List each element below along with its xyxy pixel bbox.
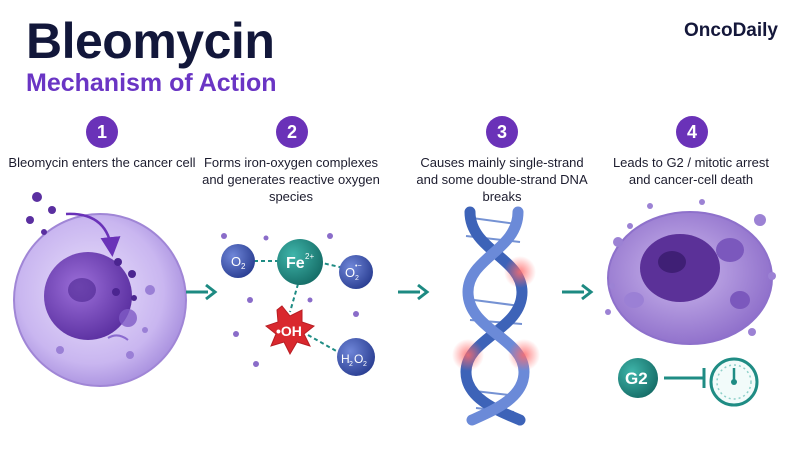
h2o2-h-label: H <box>341 352 350 366</box>
step-2-text: Forms iron-oxygen complexes and generate… <box>202 155 380 204</box>
step-3-text: Causes mainly single-strand and some dou… <box>416 155 588 204</box>
h2o2-subscript-2: 2 <box>363 361 367 368</box>
fe-ion: Fe 2+ <box>277 239 323 285</box>
superoxide-subscript: 2 <box>355 275 359 282</box>
inhibition-icon <box>664 368 706 388</box>
page-subtitle: Mechanism of Action <box>26 69 277 97</box>
o2-subscript: 2 <box>241 262 246 271</box>
clock-gauge-icon <box>709 357 759 407</box>
step-1-badge: 1 <box>86 116 118 148</box>
fe-superscript: 2+ <box>305 252 314 261</box>
cancer-cell <box>13 213 187 387</box>
g2-label: G2 <box>625 369 648 388</box>
h2o2-molecule: H 2 O 2 <box>337 338 375 376</box>
step-4-text: Leads to G2 / mitotic arrest and cancer-… <box>612 155 770 187</box>
superoxide-label: O <box>345 265 355 280</box>
hydroxyl-radical: •OH <box>264 305 316 356</box>
dna-helix-icon <box>452 206 540 426</box>
o2-label: O <box>231 254 241 269</box>
step-1-text: Bleomycin enters the cancer cell <box>8 155 196 170</box>
arrow-right-icon <box>398 283 430 301</box>
step-2-badge: 2 <box>276 116 308 148</box>
brand-logo: OncoDaily <box>684 20 778 41</box>
hydroxyl-label: •OH <box>276 323 302 339</box>
superoxide-molecule: O 2 •− <box>339 255 373 289</box>
entry-arrow <box>65 212 121 257</box>
g2-phase-badge: G2 <box>618 358 658 398</box>
page-title: Bleomycin <box>26 13 275 69</box>
h2o2-o-label: O <box>354 352 363 366</box>
step-4-badge: 4 <box>676 116 708 148</box>
decor-dots <box>221 233 359 367</box>
o2-molecule: O 2 <box>221 244 255 278</box>
step-3-badge: 3 <box>486 116 518 148</box>
drug-particle-icon <box>26 192 137 301</box>
h2o2-subscript-1: 2 <box>349 361 353 368</box>
fe-label: Fe <box>286 255 305 272</box>
cell-fragments <box>605 199 776 336</box>
dying-cell <box>607 211 773 345</box>
superoxide-superscript: •− <box>355 263 362 270</box>
arrow-right-icon <box>562 283 594 301</box>
arrow-right-icon <box>186 283 218 301</box>
